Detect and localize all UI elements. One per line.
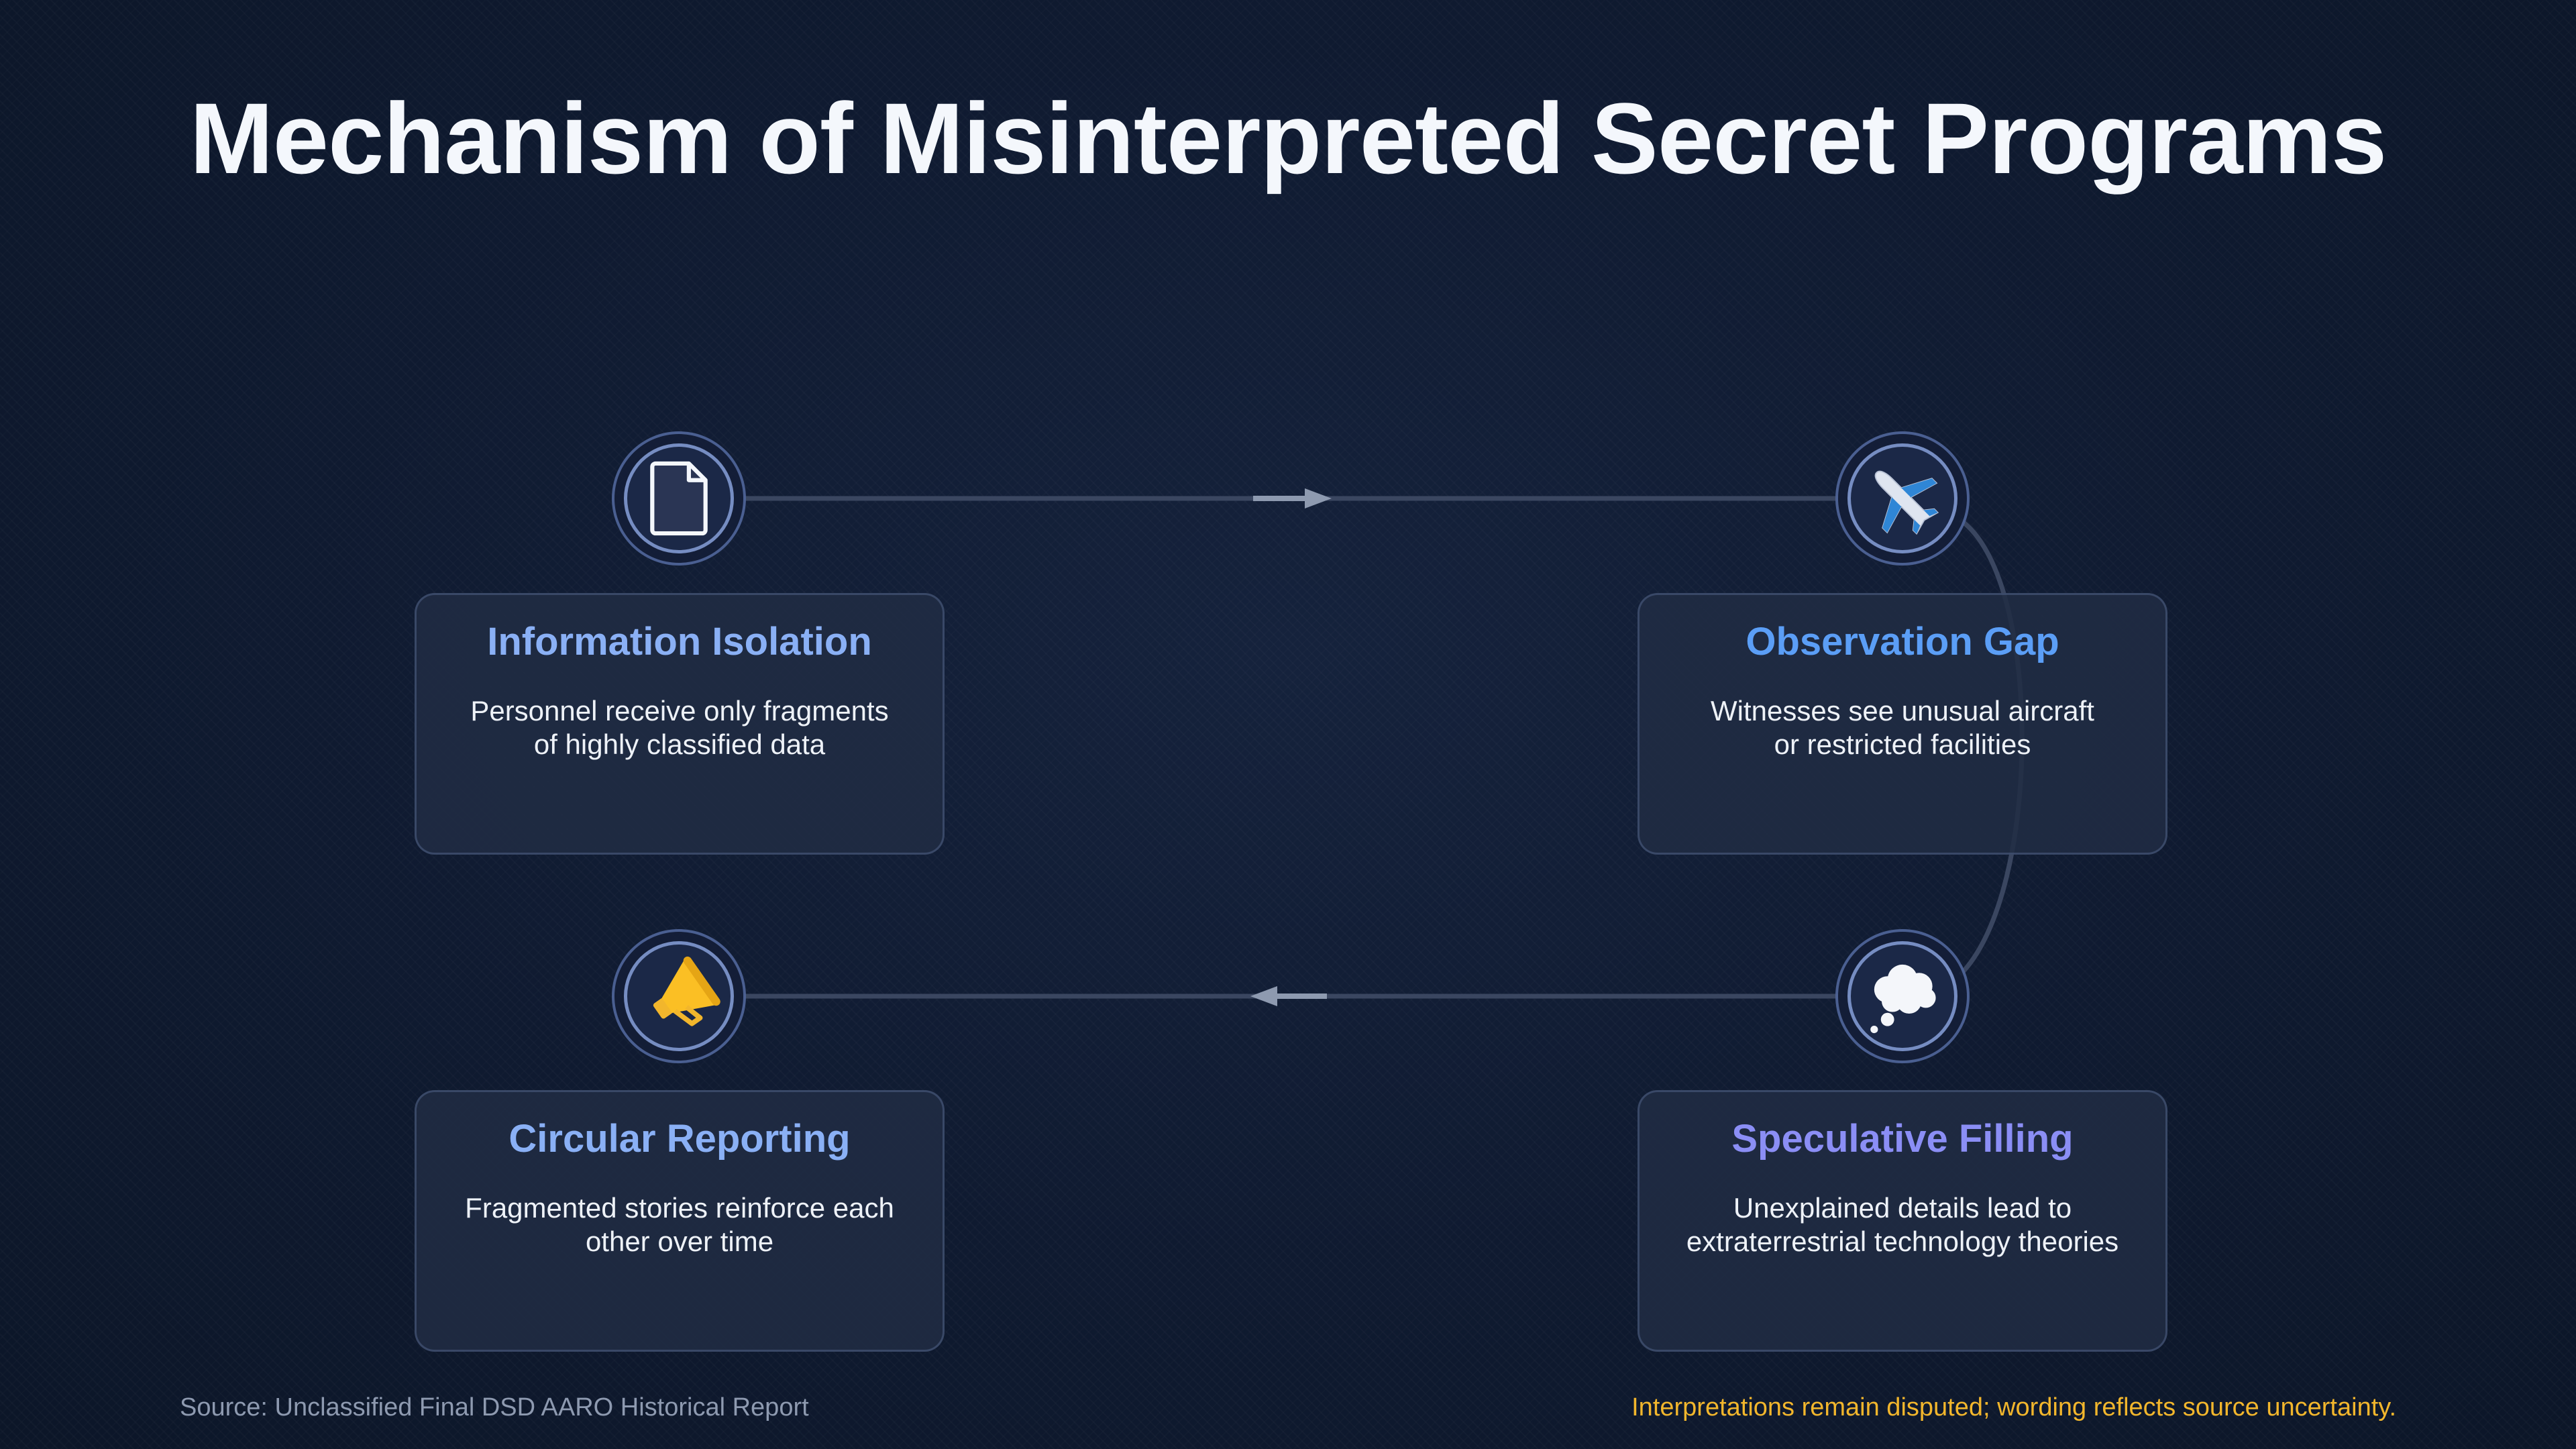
card-observation-gap: Observation Gap Witnesses see unusual ai… [1638,593,2167,855]
arrow-right [1253,488,1332,508]
card-circular-reporting: Circular Reporting Fragmented stories re… [415,1090,945,1352]
card-speculative-filling: Speculative Filling Unexplained details … [1638,1090,2167,1352]
disclaimer-note: Interpretations remain disputed; wording… [1631,1393,2396,1421]
card-heading: Circular Reporting [508,1117,851,1161]
node-speculative-filling [1835,929,1970,1063]
card-heading: Speculative Filling [1731,1117,2074,1161]
card-heading: Information Isolation [487,620,872,663]
card-heading: Observation Gap [1746,620,2059,663]
airplane-icon [1874,470,1939,535]
node-circular-reporting [612,929,746,1063]
node-information-isolation [612,431,746,566]
page-title: Mechanism of Misinterpreted Secret Progr… [189,82,2387,195]
source-note: Source: Unclassified Final DSD AARO Hist… [180,1393,809,1421]
thought-bubble-icon [1870,964,1936,1034]
node-observation-gap [1835,431,1970,566]
document-icon [650,461,708,536]
arrow-left [1250,986,1327,1006]
card-information-isolation: Information Isolation Personnel receive … [415,593,945,855]
megaphone-icon [653,956,720,1026]
